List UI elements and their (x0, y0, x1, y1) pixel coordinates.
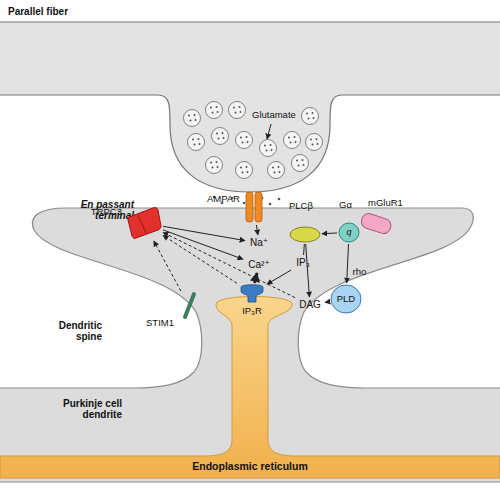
node-label: Parallel fiber (8, 6, 68, 17)
ion-label: Na⁺ (246, 236, 272, 250)
node-label: q (338, 222, 360, 243)
receptor-subunit (255, 192, 262, 222)
channel-body (128, 208, 161, 239)
sensor-shape (180, 292, 198, 320)
node-label: TRPC3 (68, 207, 122, 218)
vesicle (236, 162, 253, 179)
vesicle (229, 102, 246, 119)
vesicle (302, 108, 319, 125)
arrow-connector (256, 225, 258, 235)
dendritic-spine: Dendritic spineTRPC3AMPARPLCβGαqmGluR1Na… (30, 190, 475, 380)
node-label: Endoplasmic reticulum (0, 456, 500, 478)
arrow-connector (322, 233, 337, 235)
arrow-connector (347, 244, 349, 283)
ion-label: Ca²⁺ (244, 258, 274, 272)
mglur1-receptor: mGluR1 (358, 212, 394, 236)
receptor-shape (358, 212, 394, 236)
vesicle (268, 162, 285, 179)
released-glutamate (243, 202, 246, 205)
node-label: PLCβ (289, 201, 313, 212)
node-label: STIM1 (122, 318, 174, 329)
dashed-connector (163, 235, 237, 283)
node-label: DAG (296, 298, 324, 312)
oval-shape (289, 226, 321, 243)
arrow-connector (163, 226, 245, 240)
vesicle (184, 110, 201, 127)
parallel-fiber: Parallel fiberEn passant terminal (0, 22, 500, 192)
node-label: Dendritic spine (46, 320, 102, 342)
edge-label: rho (353, 267, 367, 278)
er-shape (0, 297, 500, 479)
dashed-connector (154, 241, 181, 291)
vesicle (260, 140, 277, 157)
node-label: mGluR1 (368, 198, 403, 209)
ip3-receptor: IP₃R (238, 284, 266, 302)
receptor-subunit (246, 192, 253, 222)
dendrite-region: Purkinje cell dendriteEndoplasmic reticu… (0, 388, 500, 482)
vesicle (206, 102, 223, 119)
node-label: Gα (339, 200, 352, 211)
er-band: Endoplasmic reticulum (0, 456, 500, 478)
spine-dendrite-fill (0, 208, 500, 482)
sensor-rod (185, 294, 194, 317)
dashed-connector (163, 232, 295, 297)
presynaptic-terminal: En passant terminal (170, 95, 330, 192)
node-label: Na⁺ (246, 236, 272, 250)
vesicle (292, 155, 309, 172)
node-label: Purkinje cell dendrite (46, 398, 122, 420)
arrow-connector (325, 301, 329, 303)
arrow-connector (267, 270, 291, 284)
parallel-fiber-fill (0, 22, 500, 192)
plc-enzyme: PLCβ (289, 226, 321, 243)
node-label: PLD (330, 284, 362, 314)
arrow-connector (306, 244, 310, 297)
annotation-label: Glutamate (252, 110, 296, 121)
released-glutamate (278, 198, 281, 201)
oval-body (290, 227, 320, 242)
terminal-membrane (0, 95, 500, 192)
vesicle (236, 132, 253, 149)
messenger-label: DAG (296, 298, 324, 312)
vesicle (188, 134, 205, 151)
circle-body (339, 223, 359, 242)
glutamate-leader (267, 124, 271, 139)
trpc3-channel: TRPC3 (126, 206, 162, 240)
vesicle (284, 132, 301, 149)
receptor-shape (238, 284, 266, 302)
node-label: IP₃ (292, 256, 314, 270)
released-glutamate (269, 203, 272, 206)
channel-pore (138, 215, 146, 233)
arrow-connector (255, 273, 258, 283)
vesicle (206, 157, 223, 174)
postsynaptic-membrane (0, 208, 500, 482)
fiber-membrane (0, 21, 500, 22)
ampa-receptor: AMPAR (244, 192, 264, 224)
messenger-label: IP₃ (292, 256, 314, 270)
arrow-connector (163, 230, 243, 259)
vesicle (306, 134, 323, 151)
stim1-sensor: STIM1 (180, 292, 198, 320)
pld-enzyme: PLD (330, 284, 362, 314)
node-label: AMPAR (190, 194, 240, 205)
g-protein: Gαq (338, 222, 360, 243)
receptor-shape (244, 192, 264, 224)
channel-shape (126, 206, 162, 240)
node-label: IP₃R (234, 306, 270, 317)
receptor-body (241, 285, 263, 302)
circle-body (331, 285, 361, 313)
receptor-body (360, 212, 393, 236)
vesicle (212, 128, 229, 145)
node-label: Ca²⁺ (244, 258, 274, 272)
arrow-connector (303, 244, 305, 255)
